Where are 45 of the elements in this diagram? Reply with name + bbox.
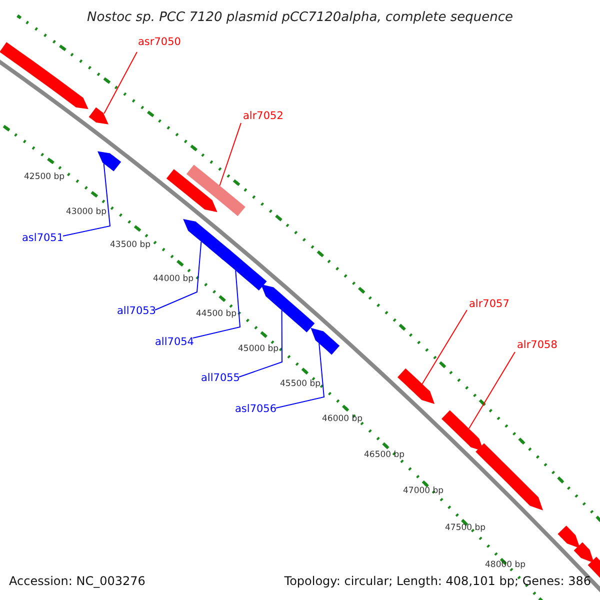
gene-block [476, 443, 543, 510]
gene-label: alr7052 [243, 111, 284, 122]
leader-line [468, 352, 516, 430]
scale-label: 43000 bp [66, 208, 107, 216]
scale-label: 46500 bp [364, 451, 405, 460]
scale-label: 47000 bp [403, 487, 444, 496]
scale-label: 43500 bp [110, 241, 151, 250]
scale-label: 44000 bp [153, 275, 194, 284]
leader-line [154, 241, 202, 310]
leader-line [62, 163, 111, 236]
gene-block [310, 328, 340, 355]
gene-block [88, 107, 108, 124]
leader-line [422, 310, 468, 384]
accession-text: Accession: NC_003276 [9, 575, 146, 587]
scale-label: 45500 bp [280, 380, 321, 388]
gene-bar [186, 164, 246, 216]
scale-label: 44500 bp [196, 310, 237, 318]
leader-line [219, 122, 242, 186]
leader-line [192, 270, 241, 338]
gene-block [398, 368, 435, 404]
title: Nostoc sp. PCC 7120 plasmid pCC7120alpha, complete sequence [86, 11, 514, 24]
gene-block [558, 526, 580, 548]
gene-block [442, 410, 484, 452]
gene-block [98, 151, 122, 172]
scale-label: 42500 bp [24, 173, 65, 182]
gene-label: asl7056 [235, 404, 277, 414]
gene-label: all7055 [201, 373, 240, 384]
gene-block [260, 284, 315, 332]
leader-line [104, 52, 138, 114]
gene-block [0, 42, 88, 110]
gene-label: alr7058 [517, 340, 558, 350]
scale-label: 48000 bp [485, 561, 526, 570]
gene-label: asl7051 [22, 233, 64, 244]
gene-label: asr7050 [138, 37, 181, 48]
scale-label: 45000 bp [238, 345, 279, 354]
scale-label: 46000 bp [322, 415, 363, 424]
gene-label: all7053 [117, 306, 156, 316]
summary-text: Topology: circular; Length: 408,101 bp; Genes: 386 [284, 575, 591, 587]
leader-line [238, 310, 282, 378]
gene-label: alr7057 [469, 299, 510, 310]
scale-label: 47500 bp [445, 524, 486, 532]
gene-label: all7054 [155, 337, 194, 348]
gene-block [166, 169, 218, 212]
leader-line [276, 343, 325, 408]
gene-block [574, 542, 594, 563]
